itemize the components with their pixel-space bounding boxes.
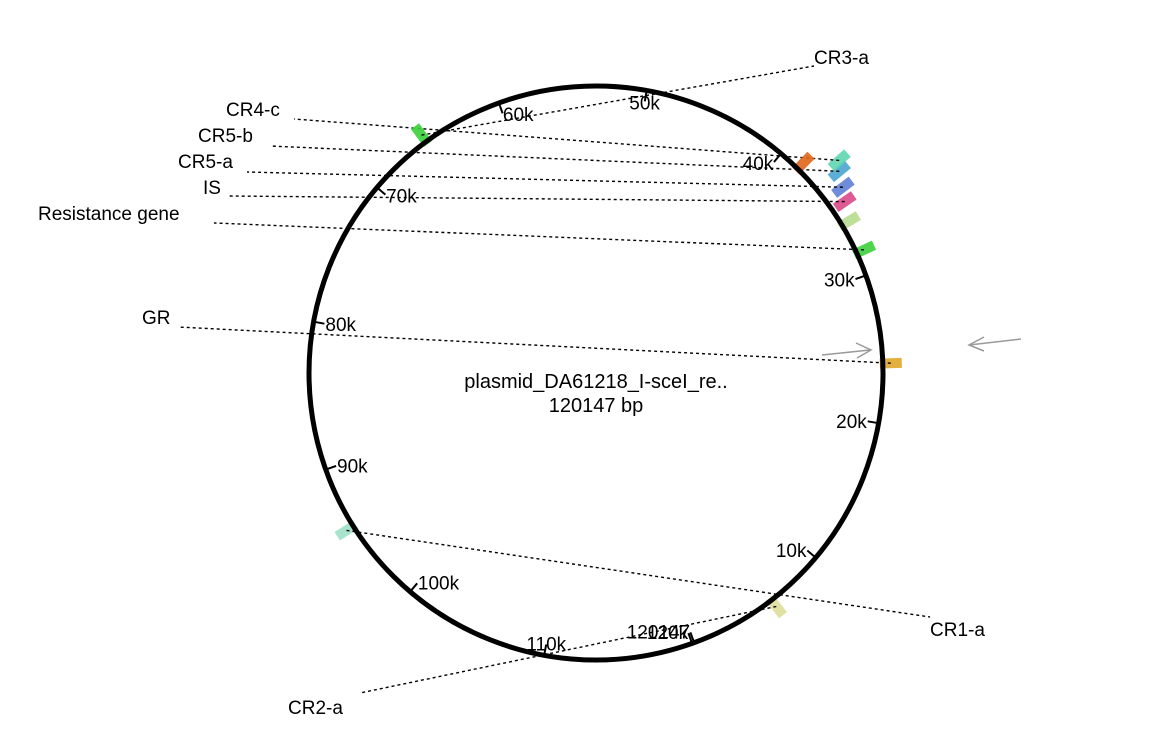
feature-leader-line bbox=[177, 326, 891, 364]
feature-leader-line bbox=[421, 65, 815, 136]
feature-leader-line bbox=[269, 145, 840, 172]
tick-label: 120k bbox=[647, 623, 689, 644]
reverse-strand-arrow-icon[interactable] bbox=[967, 336, 1022, 352]
tick-label: 100k bbox=[418, 574, 460, 595]
feature-label: CR4-c bbox=[226, 100, 280, 121]
plasmid-backbone bbox=[306, 83, 886, 663]
feature-label: CR3-a bbox=[814, 48, 869, 69]
feature-label: Resistance gene bbox=[38, 204, 180, 225]
feature-label: CR1-a bbox=[930, 620, 985, 641]
tick-label: 80k bbox=[325, 315, 356, 336]
feature-label: CR5-a bbox=[178, 152, 233, 173]
tick-label: 50k bbox=[629, 93, 660, 114]
feature-leader-line bbox=[228, 195, 845, 203]
feature-label: GR bbox=[142, 308, 171, 329]
plasmid-length: 120147 bp bbox=[549, 395, 644, 417]
feature-label: CR5-b bbox=[198, 126, 253, 147]
tick-label: 20k bbox=[836, 412, 867, 433]
feature-leader-line bbox=[346, 529, 931, 618]
tick-label: 30k bbox=[824, 270, 855, 291]
feature-leader-line bbox=[293, 118, 840, 162]
tick-label: 110k bbox=[526, 635, 566, 656]
feature-leader-line bbox=[359, 605, 777, 694]
feature-leader-line bbox=[213, 222, 865, 251]
forward-strand-arrow-icon[interactable] bbox=[821, 342, 873, 359]
tick-label: 60k bbox=[503, 105, 534, 126]
feature-label: CR2-a bbox=[288, 698, 343, 719]
tick-label: 10k bbox=[776, 541, 807, 562]
tick-marks: 12014710k20k30k40k50k60k70k80k90k100k110… bbox=[313, 90, 879, 656]
tick-label: 40k bbox=[743, 154, 774, 175]
plasmid-name: plasmid_DA61218_I-sceI_re.. bbox=[464, 371, 727, 393]
tick-label: 90k bbox=[337, 457, 368, 478]
tick-label: 70k bbox=[386, 186, 417, 207]
feature-label: IS bbox=[203, 178, 221, 199]
